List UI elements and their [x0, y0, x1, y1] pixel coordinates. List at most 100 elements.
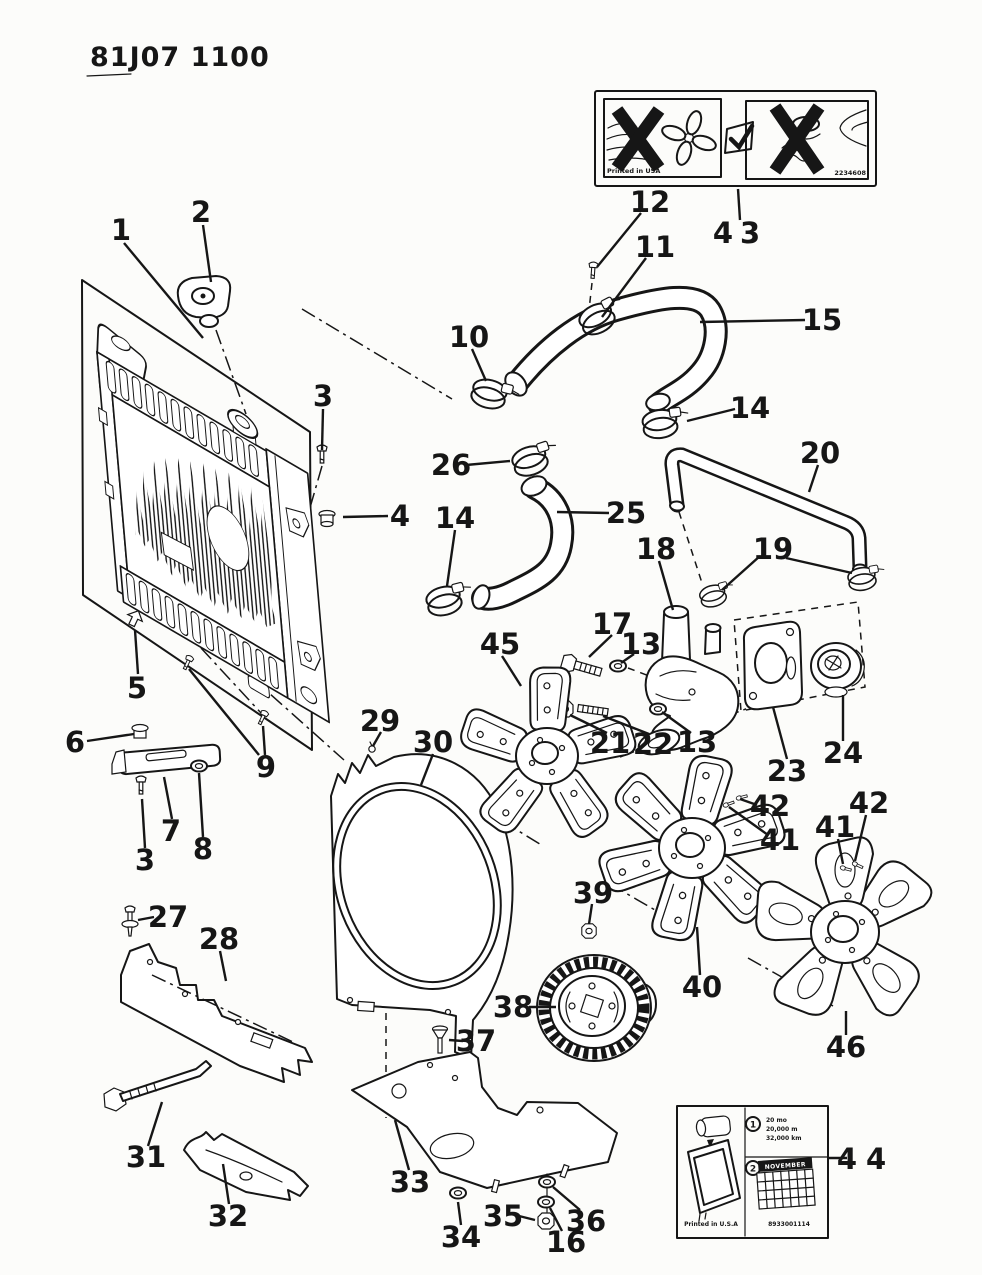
screw-27: [121, 905, 139, 937]
fan-45: [455, 664, 639, 843]
callout-3: 3: [313, 379, 333, 413]
calendar-badge: 2: [750, 1165, 756, 1175]
callout-36: 36: [566, 1204, 606, 1238]
callout-28: 28: [199, 922, 239, 956]
decal-printed-in-text: Printed in USA: [607, 167, 660, 175]
callout-14: 14: [730, 391, 770, 425]
callout-26: 26: [431, 448, 471, 482]
seal-strip-32: [183, 1131, 309, 1201]
callout-35: 35: [483, 1199, 523, 1233]
fan-shroud: [330, 741, 514, 1059]
hose-clamp-26: [508, 437, 563, 481]
washer-34: [449, 1186, 467, 1200]
housing-fasteners: [556, 651, 667, 718]
service-part-code-text: 8933001114: [768, 1221, 810, 1228]
no-open-hot-cap-icon: [769, 103, 869, 175]
bolt-9b: [255, 708, 270, 727]
support-bracket-7: [111, 743, 222, 776]
radiator-fins-top: [105, 360, 260, 477]
no-touch-fan-icon: [606, 106, 717, 172]
callout-40: 40: [682, 970, 722, 1004]
callout-11: 11: [635, 230, 675, 264]
callout-25: 25: [606, 496, 646, 530]
callout-44: 44: [837, 1142, 895, 1176]
callout-13: 13: [621, 627, 661, 661]
callout-2: 2: [191, 195, 211, 229]
nut-39: [581, 923, 597, 939]
thermostat-kit-box: [733, 601, 866, 712]
diagram-code: 81J07 1100: [90, 42, 270, 73]
service-printed-in-text: Printed in U.S.A: [684, 1221, 738, 1228]
callout-8: 8: [193, 832, 213, 866]
retainer-clip-5: [126, 609, 144, 628]
callout-41: 41: [815, 810, 855, 844]
calendar-month: NOVEMBER: [765, 1161, 807, 1171]
callout-1: 1: [111, 213, 131, 247]
callout-32: 32: [208, 1199, 248, 1233]
bushing-6: [131, 723, 149, 739]
outlet-gasket-23: [742, 620, 803, 711]
callout-3: 3: [135, 843, 155, 877]
callout-34: 34: [441, 1220, 481, 1254]
interval-line-3: 32,000 km: [766, 1135, 801, 1142]
callout-33: 33: [390, 1165, 430, 1199]
callout-4: 4: [390, 499, 410, 533]
callout-42: 42: [849, 786, 889, 820]
callout-19: 19: [753, 532, 793, 566]
thermostat-24: [810, 642, 865, 698]
callout-37: 37: [456, 1024, 496, 1058]
callout-12: 12: [630, 185, 670, 219]
callout-7: 7: [161, 814, 181, 848]
callout-41: 41: [760, 823, 800, 857]
radiator-plane-outline: [81, 279, 313, 751]
callout-5: 5: [127, 671, 147, 705]
radiator: [96, 323, 331, 724]
leader-lines: [86, 188, 868, 1232]
callout-20: 20: [800, 436, 840, 470]
interval-line-1: 20 mo: [766, 1117, 787, 1124]
callout-31: 31: [126, 1140, 166, 1174]
interval-badge: 1: [750, 1121, 756, 1131]
radiator-cap: [176, 275, 232, 328]
fan-40: [595, 750, 789, 946]
air-deflector-upper: [103, 905, 313, 1201]
washer-16: [537, 1195, 555, 1209]
callout-10: 10: [449, 320, 489, 354]
radiator-bottle-icon: [687, 1115, 741, 1222]
check-mark-icon: [724, 121, 755, 154]
filler-neck: [227, 408, 259, 446]
fan-clutch: [536, 954, 657, 1062]
fan-46: [744, 836, 938, 1028]
bolt-31: [103, 1060, 212, 1112]
callout-17: 17: [592, 607, 632, 641]
callout-14: 14: [435, 501, 475, 535]
callout-18: 18: [636, 532, 676, 566]
service-decal: 1 20 mo 20,000 m 32,000 km 2 NOVEMBER Pr…: [676, 1105, 829, 1239]
upper-radiator-hose: [468, 261, 728, 442]
bolt-41a: [722, 799, 736, 809]
callout-9: 9: [256, 750, 276, 784]
callout-21: 21: [590, 726, 630, 760]
bypass-hose: [664, 447, 888, 611]
hose-clamp-14-upper: [640, 405, 692, 442]
hose-clamp-14-lower: [423, 579, 477, 620]
callout-16: 16: [546, 1225, 586, 1259]
callout-22: 22: [633, 727, 673, 761]
callout-15: 15: [802, 303, 842, 337]
clamp-screw-12: [587, 261, 599, 280]
lower-air-shield: [351, 1051, 618, 1230]
radiator-side-bracket: [247, 507, 321, 705]
stud-22: [576, 703, 609, 717]
mounting-hardware-left: [111, 444, 336, 795]
callout-43: 43: [713, 216, 767, 250]
lower-radiator-hose: [423, 437, 575, 620]
washer-36: [538, 1175, 556, 1189]
radiator-fins-bottom: [125, 573, 279, 690]
callout-24: 24: [823, 736, 863, 770]
drain-plug-4: [318, 509, 336, 528]
decal-part-code-text: 2234608: [834, 169, 866, 177]
calendar-icon: NOVEMBER: [756, 1157, 816, 1210]
thermostat-housing: [637, 605, 740, 756]
